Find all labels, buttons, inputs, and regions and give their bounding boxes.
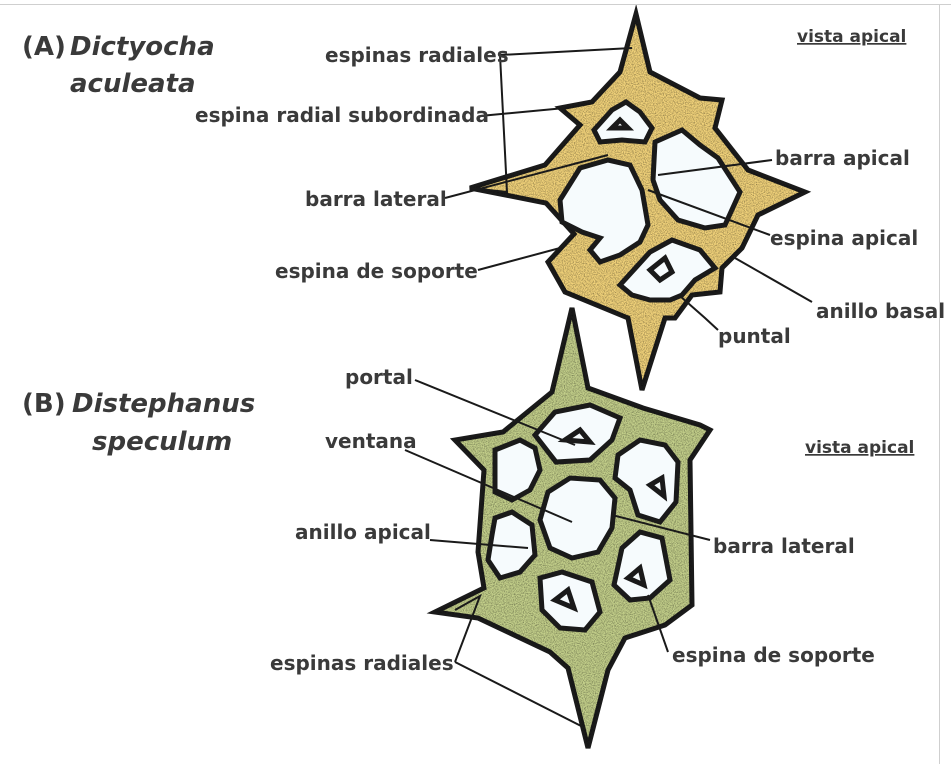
label-barra-apical: barra apical <box>775 146 910 170</box>
distephanus-speculum-skeleton <box>435 308 710 748</box>
frame-right-border <box>939 4 940 764</box>
label-espina-apical: espina apical <box>770 226 918 250</box>
leader-anillo-basal <box>735 258 812 302</box>
panel-b-letter: (B) <box>22 389 66 419</box>
label-puntal: puntal <box>718 324 791 348</box>
panel-a-species-epithet: aculeata <box>70 69 196 99</box>
label-espina-de-soporte-a: espina de soporte <box>275 259 478 283</box>
label-espina-de-soporte-b: espina de soporte <box>672 643 875 667</box>
label-espina-radial-subordinada: espina radial subordinada <box>195 103 489 127</box>
label-anillo-apical: anillo apical <box>295 520 431 544</box>
label-espinas-radiales-a: espinas radiales <box>325 43 509 67</box>
label-anillo-basal: anillo basal <box>816 299 945 323</box>
leader-espinas-radiales-b-lower <box>455 662 585 728</box>
label-barra-lateral-b: barra lateral <box>713 534 855 558</box>
label-barra-lateral-a: barra lateral <box>305 187 447 211</box>
label-portal: portal <box>345 365 413 389</box>
panel-a-species-genus: Dictyocha <box>70 32 215 62</box>
distephanus-window-ventana <box>540 478 615 558</box>
panel-a-view-label: vista apical <box>797 27 906 47</box>
panel-b-species-genus: Distephanus <box>72 389 255 419</box>
leader-espina-radial-subordinada <box>480 108 565 116</box>
label-ventana: ventana <box>325 429 417 453</box>
leader-puntal <box>680 296 718 330</box>
panel-b-species-epithet: speculum <box>92 427 232 457</box>
panel-a-letter: (A) <box>22 32 66 62</box>
panel-b-view-label: vista apical <box>805 438 914 458</box>
frame-top-border <box>0 4 951 5</box>
leader-espinas-radiales-a-top <box>500 48 632 55</box>
label-espinas-radiales-b: espinas radiales <box>270 651 454 675</box>
